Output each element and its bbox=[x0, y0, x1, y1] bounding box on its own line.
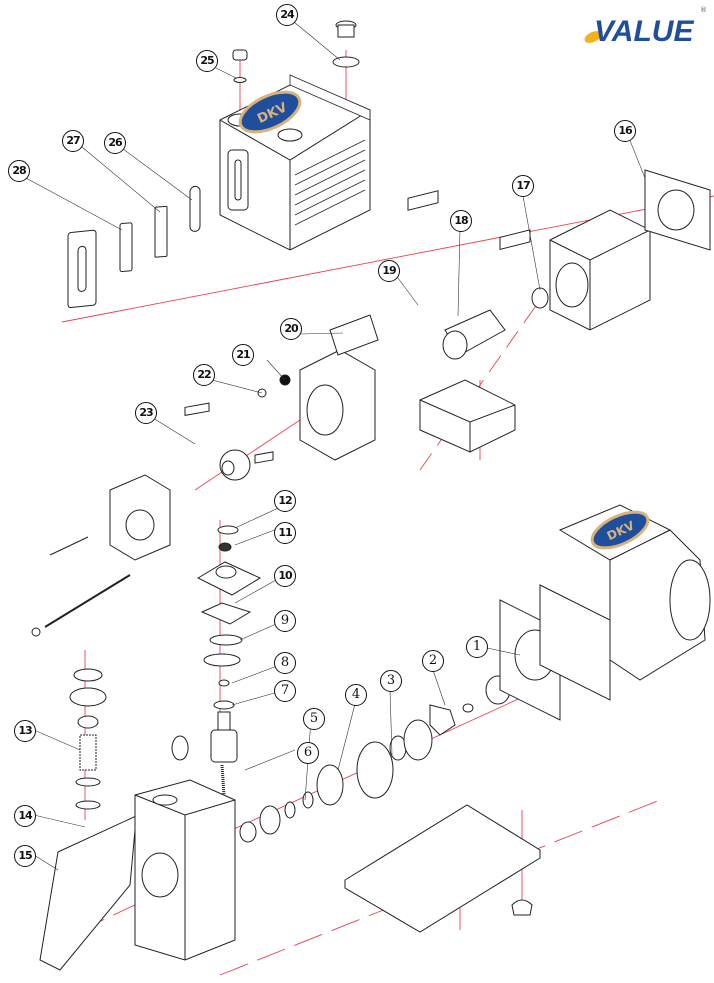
callout-24: 24 bbox=[276, 4, 298, 26]
valve-stack-part bbox=[196, 525, 262, 811]
registered-mark: ® bbox=[700, 6, 707, 14]
rotor-part bbox=[407, 190, 549, 360]
callout-12: 12 bbox=[274, 490, 296, 512]
callout-7: 7 bbox=[274, 680, 296, 702]
base-plate-part bbox=[344, 804, 541, 933]
callout-20: 20 bbox=[280, 318, 302, 340]
cover-box-part bbox=[419, 379, 516, 453]
callout-2: 2 bbox=[422, 650, 444, 672]
callout-27: 27 bbox=[62, 130, 84, 152]
oil-case-part: DKV bbox=[219, 74, 371, 251]
callout-18: 18 bbox=[450, 210, 472, 232]
valve-left-part bbox=[69, 668, 107, 810]
callout-16: 16 bbox=[614, 120, 636, 142]
callout-4: 4 bbox=[345, 684, 367, 706]
fill-plug-part bbox=[332, 20, 360, 68]
callout-5: 5 bbox=[303, 708, 325, 730]
callout-10: 10 bbox=[274, 565, 296, 587]
callout-3: 3 bbox=[380, 670, 402, 692]
leader-lines bbox=[25, 21, 646, 871]
drain-plug-part bbox=[232, 49, 248, 83]
callout-17: 17 bbox=[512, 175, 534, 197]
callout-19: 19 bbox=[378, 260, 400, 282]
callout-13: 13 bbox=[14, 720, 36, 742]
shaft-parts bbox=[239, 675, 511, 843]
callout-26: 26 bbox=[104, 132, 126, 154]
parts-drawing: DKV bbox=[31, 20, 711, 971]
motor-part: DKV bbox=[499, 504, 711, 721]
callout-11: 11 bbox=[274, 522, 296, 544]
brand-name: VALUE bbox=[594, 15, 694, 48]
sight-glass-parts bbox=[67, 185, 201, 309]
pump-housing-part bbox=[134, 735, 236, 961]
brand-logo: VALUE ® bbox=[582, 6, 708, 52]
callout-9: 9 bbox=[274, 610, 296, 632]
callout-22: 22 bbox=[193, 364, 215, 386]
rear-cover-part bbox=[31, 474, 171, 637]
callout-1: 1 bbox=[466, 636, 488, 658]
callout-14: 14 bbox=[14, 805, 36, 827]
callout-6: 6 bbox=[297, 742, 319, 764]
callout-21: 21 bbox=[232, 344, 254, 366]
callout-28: 28 bbox=[8, 160, 30, 182]
callout-15: 15 bbox=[14, 845, 36, 867]
rotor-second-stage-part bbox=[184, 402, 274, 481]
callout-25: 25 bbox=[196, 50, 218, 72]
callout-8: 8 bbox=[274, 652, 296, 674]
callout-23: 23 bbox=[135, 402, 157, 424]
pump-block-part bbox=[257, 314, 379, 461]
axis-line-rear-cover bbox=[194, 419, 301, 491]
cylinder-part bbox=[549, 169, 711, 331]
